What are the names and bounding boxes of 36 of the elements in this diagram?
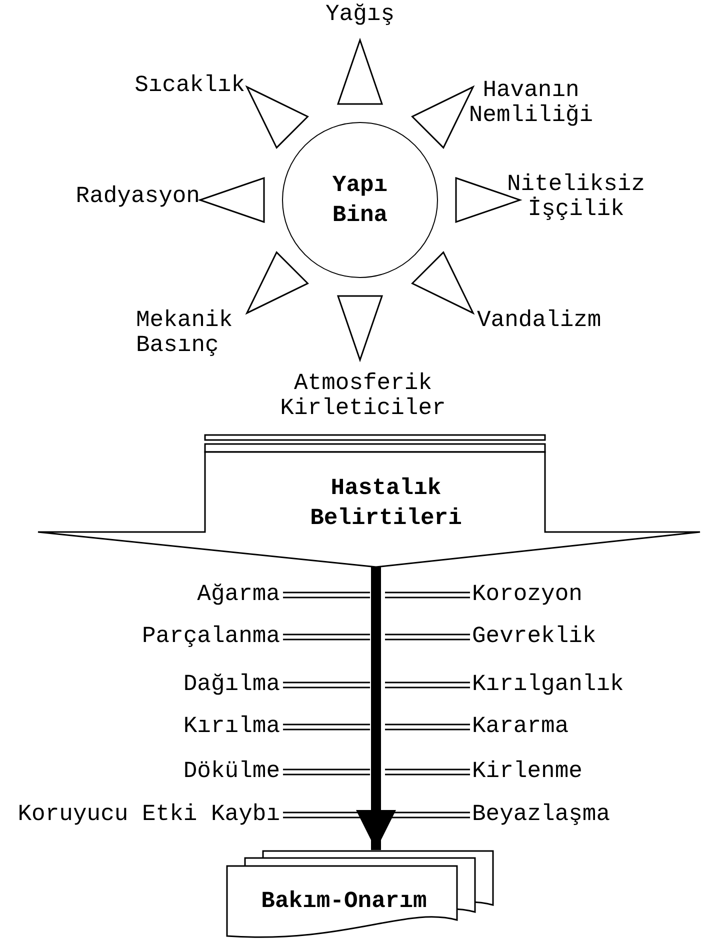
symptom-label: Kirlenme xyxy=(472,759,697,784)
factor-label: Radyasyon xyxy=(74,184,200,209)
funnel-label: Hastalık Belirtileri xyxy=(309,474,463,533)
double-line xyxy=(282,634,371,640)
double-line xyxy=(384,634,471,640)
double-line xyxy=(384,768,471,776)
symptom-label: Koruyucu Etki Kaybı xyxy=(0,802,280,827)
double-line xyxy=(282,682,371,688)
symptom-label: Dökülme xyxy=(0,759,280,784)
factor-label: Mekanik Basınç xyxy=(136,308,234,358)
double-line xyxy=(384,724,471,730)
double-line xyxy=(282,768,371,776)
arrow xyxy=(356,567,396,850)
funnel-arrow-shape xyxy=(38,433,702,569)
symptom-label: Ağarma xyxy=(0,582,280,607)
symptom-label: Dağılma xyxy=(0,672,280,697)
stacked-documents xyxy=(226,850,496,940)
double-line xyxy=(384,682,471,688)
factor-label: Atmosferik Kirleticiler xyxy=(279,371,447,421)
symptom-label: Kırılganlık xyxy=(472,672,697,697)
factor-label: Sıcaklık xyxy=(134,73,245,98)
symptom-label: Parçalanma xyxy=(0,624,280,649)
symptom-label: Gevreklik xyxy=(472,624,697,649)
symptom-label: Beyazlaşma xyxy=(472,802,697,827)
symptom-label: Korozyon xyxy=(472,582,697,607)
factor-label: Vandalizm xyxy=(477,308,602,333)
factor-label: Yağış xyxy=(324,2,396,27)
symptom-label: Kararma xyxy=(472,714,697,739)
double-line xyxy=(384,592,471,598)
double-line xyxy=(282,724,371,730)
circle-label: Yapı Bina xyxy=(331,171,389,230)
factor-label: Havanın Nemliliği xyxy=(468,78,594,128)
symptom-label: Kırılma xyxy=(0,714,280,739)
factor-label: Niteliksiz İşçilik xyxy=(506,172,646,222)
document-label: Bakım-Onarım xyxy=(260,887,428,916)
double-line xyxy=(282,592,371,598)
